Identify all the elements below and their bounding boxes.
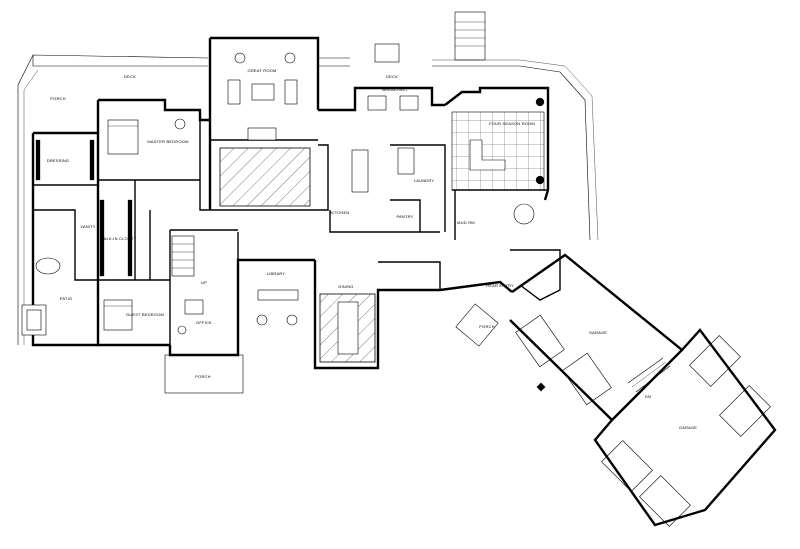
furniture <box>21 43 771 527</box>
label-laundry: LAUNDRY <box>414 178 435 183</box>
garage-walls <box>509 249 777 527</box>
label-mud-room: MUD RM <box>457 220 475 225</box>
label-garage-2: GARAGE <box>679 425 697 430</box>
label-patio: PATIO <box>60 296 72 301</box>
label-deck-2: DECK <box>386 74 398 79</box>
label-porch-entry: PORCH <box>195 374 210 379</box>
stair-office <box>171 235 195 277</box>
room-labels: DECK PORCH GREAT ROOM DECK BREAKFAST FOU… <box>47 68 697 430</box>
label-up: UP <box>201 280 207 285</box>
stair-upper <box>454 11 486 61</box>
stair-garage <box>627 357 671 393</box>
great-room-rug <box>219 147 311 207</box>
label-dn: DN <box>645 394 651 399</box>
label-rear-entry: REAR ENTRY <box>486 283 514 288</box>
label-library: LIBRARY <box>267 271 286 276</box>
label-breakfast: BREAKFAST <box>382 87 408 92</box>
label-garage-1: GARAGE <box>589 330 607 335</box>
label-dining: DINING <box>338 284 353 289</box>
label-master-bedroom: MASTER BEDROOM <box>147 139 188 144</box>
interior-walls <box>33 120 548 345</box>
label-dressing: DRESSING <box>47 158 70 163</box>
label-walk-in-closet: WALK-IN CLOSET <box>100 236 137 241</box>
label-deck: DECK <box>124 74 136 79</box>
label-vanity: VANITY <box>80 224 95 229</box>
label-office: OFFICE <box>196 320 212 325</box>
four-season-floor <box>451 111 545 191</box>
label-guest-bedroom: GUEST BEDROOM <box>126 312 164 317</box>
deck-outline <box>17 54 599 345</box>
label-four-season: FOUR SEASON ROOM <box>489 121 535 126</box>
label-great-room: GREAT ROOM <box>248 68 277 73</box>
label-pantry: PANTRY <box>396 214 413 219</box>
label-porch-west: PORCH <box>50 96 65 101</box>
label-kitchen: KITCHEN <box>331 210 350 215</box>
label-porch-rear: PORCH <box>479 324 494 329</box>
